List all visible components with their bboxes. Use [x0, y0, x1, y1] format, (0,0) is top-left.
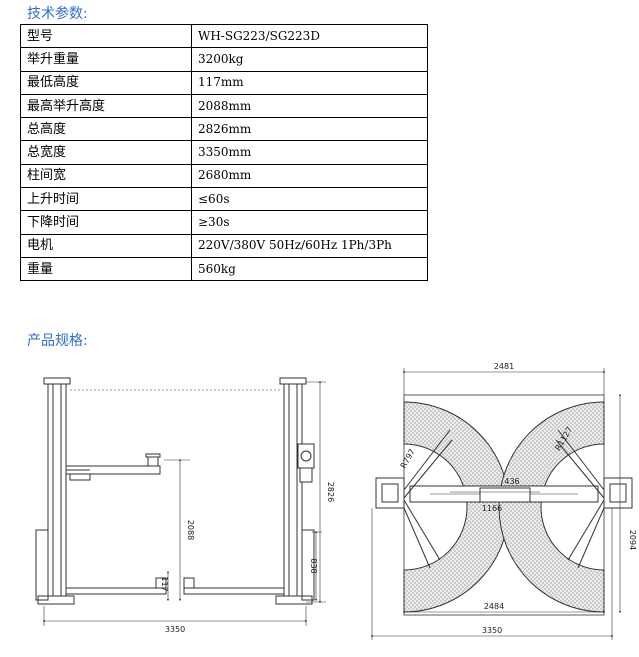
spec-key: 重量 — [20, 256, 192, 282]
spec-heading: 技术参数: — [27, 6, 88, 22]
left-swing-area — [403, 401, 510, 613]
dim-bottom-inner: 2484 — [484, 602, 504, 611]
right-column — [283, 381, 303, 603]
dim-lift-height: 2088 — [186, 520, 195, 540]
dim-radius-left: R797 — [399, 447, 417, 470]
right-swing-area — [498, 401, 605, 613]
spec-key: 举升重量 — [20, 47, 192, 72]
front-view-drawing — [35, 377, 326, 626]
left-column — [47, 381, 67, 603]
dim-pad-height: 838 — [309, 558, 318, 573]
spec-value: 2826mm — [191, 117, 428, 142]
spec-value: 3350mm — [191, 140, 428, 165]
dim-top-width: 2481 — [494, 362, 514, 371]
dim-total-height: 2826 — [326, 482, 335, 502]
dim-bottom-overall: 3350 — [482, 626, 502, 635]
dim-depth: 2094 — [628, 530, 637, 550]
spec-value: 220V/380V 50Hz/60Hz 1Ph/3Ph — [191, 233, 428, 258]
spec-key: 下降时间 — [20, 210, 192, 235]
spec-value: 2680mm — [191, 163, 428, 189]
spec-row: 上升时间≤60s — [20, 187, 428, 212]
dimensions-heading: 产品规格: — [27, 333, 88, 349]
dim-arm-center: 436 — [504, 477, 519, 486]
spec-key: 电机 — [20, 233, 192, 258]
dim-front-width: 3350 — [165, 625, 185, 634]
spec-value: ≤60s — [191, 187, 428, 212]
dim-min-height: 117 — [160, 576, 169, 591]
spec-key: 最高举升高度 — [20, 93, 192, 119]
dim-mid-width: 1166 — [482, 504, 502, 513]
spec-key: 型号 — [20, 23, 192, 49]
spec-value: 3200kg — [191, 47, 428, 72]
spec-key: 总宽度 — [20, 140, 192, 165]
spec-value: 560kg — [191, 256, 428, 282]
top-view-drawing — [370, 368, 633, 640]
